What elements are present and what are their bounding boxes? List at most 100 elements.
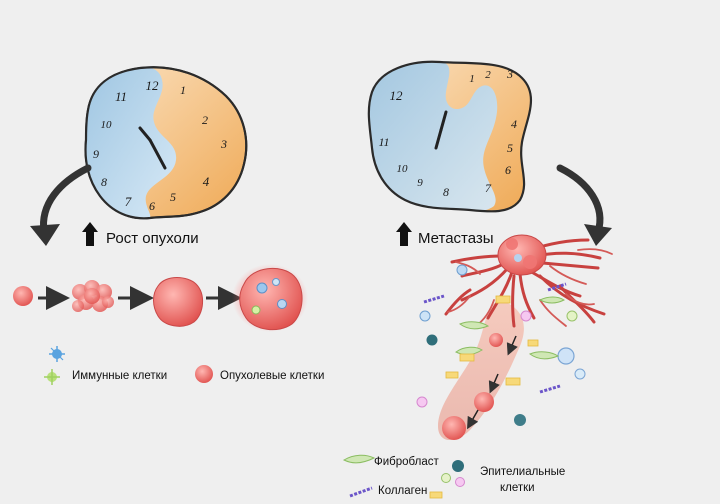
tumor-progression: [13, 264, 308, 332]
immune-cell-icon: [557, 347, 575, 365]
clock-right-blue-part: [368, 61, 498, 212]
migrating-tumor-cell: [442, 416, 466, 440]
metastasis-label-group: Метастазы: [396, 222, 494, 247]
fibroblast-icon: [538, 296, 565, 304]
clock-left-numeral: 2: [202, 113, 208, 127]
clock-right-numeral: 12: [390, 88, 404, 103]
blood-vessel-stream: [438, 300, 524, 441]
epithelial-cell-icon: [426, 334, 438, 346]
tumor-growth-label: Рост опухоли: [106, 230, 199, 247]
collagen-icon: [547, 282, 567, 292]
clock-left-numeral: 10: [101, 119, 113, 131]
legend-left: Иммунные клетки Опухолевые клетки: [44, 346, 324, 385]
migrating-tumor-cell: [489, 333, 503, 347]
migration-arrow: [467, 409, 479, 430]
clock-right-numeral: 7: [485, 181, 492, 195]
clock-right-numeral: 3: [506, 67, 513, 81]
clock-right-numeral: 1: [469, 73, 475, 85]
clock-left-numeral: 4: [203, 174, 210, 189]
epithelial-cell-icon: [514, 414, 526, 426]
immune-cell-icon: [456, 264, 468, 276]
immune-cell-icon: [574, 368, 586, 380]
single-tumor-cell: [13, 286, 33, 306]
clock-right-numeral: 10: [397, 163, 409, 175]
clock-left-blue-half: [85, 67, 177, 219]
epithelial-cell-icon: [455, 477, 465, 487]
collagen-icon: [349, 486, 373, 498]
immune-cell-icon: [272, 278, 280, 286]
immune-cell-blue-icon: [49, 346, 65, 362]
clock-right-numeral: 6: [505, 163, 511, 177]
clock-right-numeral: 4: [511, 117, 517, 131]
extracellular-block: [429, 491, 443, 499]
immune-cell-icon: [520, 310, 532, 322]
up-arrow-icon: [82, 222, 98, 246]
immune-cell-green-icon: [44, 369, 60, 385]
extracellular-block: [505, 377, 521, 386]
curved-arrow-right-head: [584, 224, 612, 246]
clock-left-outline: [84, 66, 248, 220]
migration-arrow: [506, 335, 518, 356]
immune-cell-icon: [416, 396, 428, 408]
metastasis-label: Метастазы: [418, 230, 494, 247]
clock-left-minute-hand: [138, 126, 152, 142]
collagen-icon: [539, 384, 561, 394]
clock-right-minute-hand: [439, 110, 448, 132]
primary-tumor: [444, 234, 613, 328]
tumor-cells-label: Опухолевые клетки: [220, 370, 324, 382]
clock-left-hour-hand: [148, 138, 167, 170]
clock-right-outline: [367, 60, 532, 213]
curved-arrow-left-head: [30, 224, 60, 246]
tumor-growth-label-group: Рост опухоли: [82, 222, 199, 247]
epithelial-cell-icon: [452, 460, 464, 472]
collagen-icon: [423, 294, 445, 304]
metastasis-scene: [416, 234, 613, 441]
clock-left-numeral: 5: [170, 190, 176, 204]
clock-left-numeral: 3: [220, 137, 227, 151]
extracellular-block: [495, 295, 511, 304]
up-arrow-icon: [396, 222, 412, 246]
clock-left-numeral: 9: [93, 147, 99, 161]
clock-right-numeral: 5: [507, 141, 513, 155]
fibroblast-icon: [342, 454, 376, 464]
clock-right-numeral: 8: [443, 185, 449, 199]
tumor-mass-large: [232, 264, 308, 332]
tumor-cell-icon: [195, 365, 213, 383]
epithelial-cell-icon: [441, 473, 451, 483]
tumor-mass-medium: [153, 277, 203, 327]
epithelial-label-line1: Эпителиальные: [480, 466, 565, 478]
extracellular-block: [445, 371, 459, 379]
fibroblast-icon: [528, 351, 560, 360]
tumor-cluster-small: [72, 280, 114, 312]
clock-left-numeral: 12: [146, 78, 160, 93]
fibroblast-label: Фибробласт: [374, 456, 439, 468]
clock-right-hour-hand: [434, 128, 443, 150]
immune-cell-icon: [277, 299, 287, 309]
immune-cell-icon: [256, 282, 268, 294]
extracellular-block: [527, 339, 539, 347]
extracellular-block: [459, 353, 475, 362]
migrating-tumor-cell: [474, 392, 494, 412]
immune-cell-icon: [419, 310, 431, 322]
fibroblast-icon: [458, 321, 490, 330]
clock-left-numeral: 6: [149, 199, 155, 213]
immune-cell-icon: [251, 305, 261, 315]
collagen-label: Коллаген: [378, 485, 427, 497]
clock-left-numeral: 8: [101, 175, 107, 189]
clock-left-numeral: 11: [115, 89, 127, 104]
epithelial-label-line2: клетки: [500, 482, 535, 494]
clock-left-numeral: 1: [180, 83, 186, 97]
immune-cell-icon: [566, 310, 578, 322]
clock-left-numeral: 7: [125, 194, 132, 209]
legend-right: Фибробласт Эпителиальные клетки Коллаген: [342, 454, 565, 499]
clock-right-numeral: 11: [378, 135, 389, 149]
migration-arrow: [488, 373, 500, 394]
curved-arrow-left: [40, 164, 92, 236]
immune-cells-label: Иммунные клетки: [72, 370, 167, 382]
clock-right-numeral: 2: [485, 69, 491, 81]
clock-right-numeral: 9: [417, 177, 423, 189]
curved-arrow-right: [556, 164, 604, 236]
